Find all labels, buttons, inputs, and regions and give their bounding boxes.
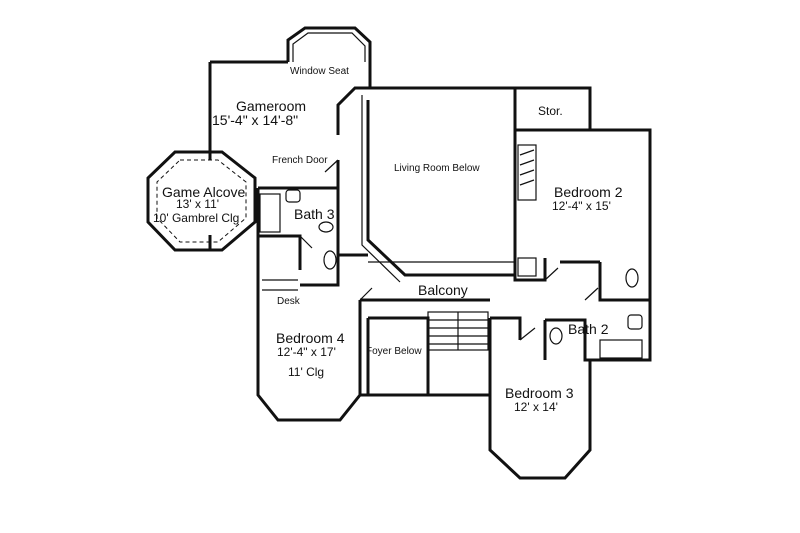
game-alcove-inner <box>156 159 247 243</box>
bedroom4-walls <box>256 298 490 422</box>
bath3-tub <box>259 193 281 233</box>
window-seat-label: Window Seat <box>290 66 349 77</box>
desk-stair-lines <box>262 279 298 291</box>
game-alcove-size: 13' x 11' <box>176 197 220 211</box>
bedroom3-size: 12' x 14' <box>514 400 558 414</box>
foyer-below-label: Foyer Below <box>366 346 422 357</box>
bath2-sink-upper <box>625 268 639 288</box>
living-room-below-label: Living Room Below <box>394 163 480 174</box>
bedroom4-size: 12'-4" x 17' <box>277 345 336 359</box>
closet-box <box>517 257 537 277</box>
bath2-label: Bath 2 <box>568 321 609 337</box>
game-alcove-name: Game Alcove <box>162 184 246 200</box>
door-swings <box>299 159 599 341</box>
bath3-label: Bath 3 <box>294 206 335 222</box>
bath2-walls <box>543 300 652 362</box>
bath2-toilet <box>627 314 643 330</box>
foyer-walls <box>366 316 430 395</box>
bedroom4-ceiling: 11' Clg <box>288 365 325 379</box>
balcony-label: Balcony <box>418 282 468 298</box>
game-alcove-ceiling: 10' Gambrel Clg <box>153 211 240 225</box>
gameroom-size: 15'-4" x 14'-8" <box>212 112 299 128</box>
living-room-inner <box>361 95 401 283</box>
bedroom2-name: Bedroom 2 <box>554 184 623 200</box>
fireplace-hatch <box>519 149 535 186</box>
bath3-walls <box>256 186 340 300</box>
stair-treads <box>428 312 488 350</box>
game-alcove-outer <box>146 150 257 252</box>
bath3-toilet <box>285 189 301 203</box>
desk-label: Desk <box>277 296 300 307</box>
gameroom-name: Gameroom <box>236 98 307 114</box>
bath2-sink <box>549 327 563 345</box>
window-seat-bay <box>286 26 372 62</box>
bedroom2-size: 12'-4" x 15' <box>552 199 611 213</box>
window-seat-inner <box>292 32 366 62</box>
bedroom3-walls <box>488 316 592 480</box>
bath3-sink <box>318 221 334 233</box>
storage-label: Stor. <box>538 104 563 118</box>
bath2-tub <box>599 339 643 359</box>
bedroom2-walls <box>513 130 650 302</box>
bedroom3-name: Bedroom 3 <box>505 385 574 401</box>
bedroom4-name: Bedroom 4 <box>276 330 345 346</box>
closet-sink <box>323 250 337 270</box>
french-door-label: French Door <box>272 155 328 166</box>
living-room-walls <box>355 86 517 277</box>
